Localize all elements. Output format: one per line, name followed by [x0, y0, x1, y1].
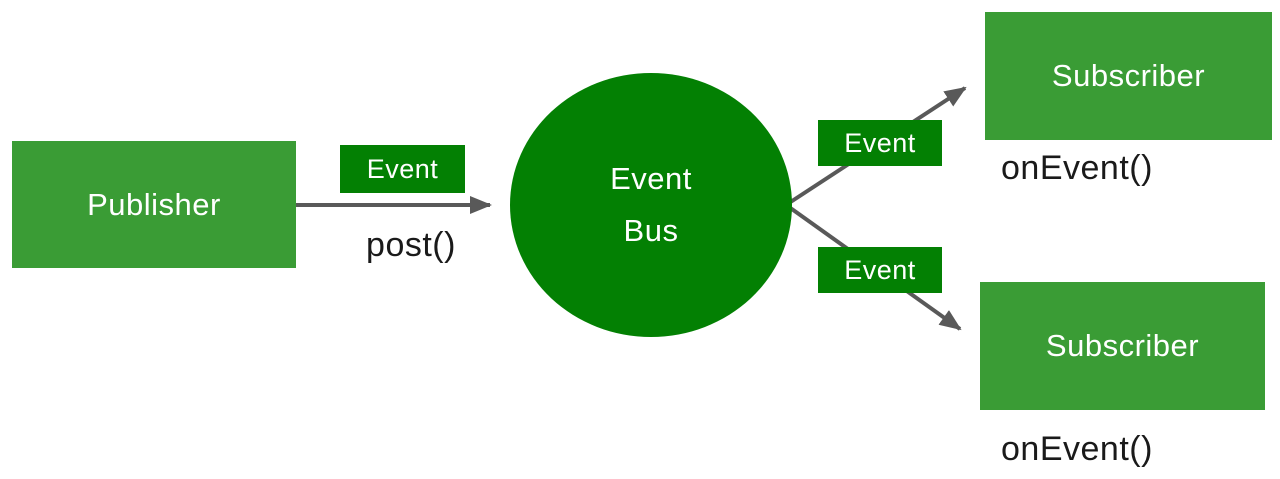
onevent-method-label-1: onEvent() [1001, 149, 1153, 187]
event-badge-subscriber-1-label: Event [844, 127, 916, 158]
subscriber-node-1: Subscriber [985, 12, 1272, 140]
subscriber-2-label: Subscriber [1045, 328, 1200, 363]
event-badge-subscriber-2: Event [818, 247, 942, 293]
event-badge-publish: Event [340, 145, 465, 193]
publisher-label: Publisher [87, 186, 221, 222]
event-badge-publish-label: Event [366, 153, 439, 184]
publisher-node: Publisher [12, 141, 296, 268]
subscriber-1-label: Subscriber [1051, 58, 1206, 93]
onevent-method-label-2: onEvent() [1001, 430, 1153, 468]
event-badge-subscriber-1: Event [818, 120, 942, 166]
event-badge-subscriber-2-label: Event [844, 254, 916, 285]
event-bus-label-line1: Event [610, 161, 692, 196]
post-method-label: post() [366, 226, 456, 264]
event-bus-node: Event Bus [510, 73, 792, 337]
subscriber-node-2: Subscriber [980, 282, 1265, 410]
event-bus-label-line2: Bus [623, 213, 679, 248]
